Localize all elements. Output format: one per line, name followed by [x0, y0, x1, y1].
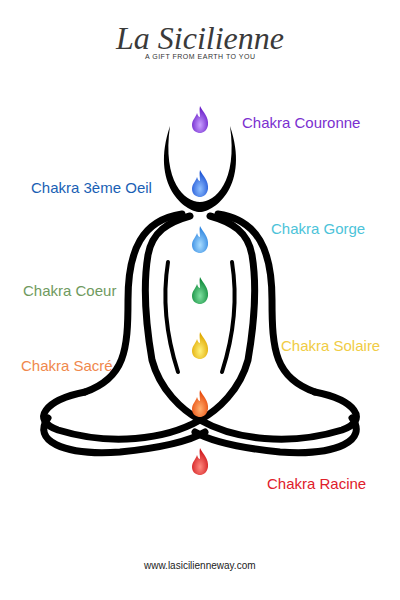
chakra-label: Chakra Racine	[267, 475, 366, 493]
chakra-label: Chakra Coeur	[23, 282, 116, 300]
chakra-label: Chakra Couronne	[242, 114, 360, 132]
chakra-label: Chakra Sacré	[21, 357, 113, 375]
chakra-label: Chakra Gorge	[271, 220, 365, 238]
chakra-label: Chakra 3ème Oeil	[31, 179, 152, 197]
chakra-label: Chakra Solaire	[281, 337, 380, 355]
brand-title: La Sicilienne	[116, 22, 284, 54]
website-url: www.lasicilienneway.com	[144, 560, 256, 572]
tagline: A GIFT FROM EARTH TO YOU	[145, 53, 256, 61]
